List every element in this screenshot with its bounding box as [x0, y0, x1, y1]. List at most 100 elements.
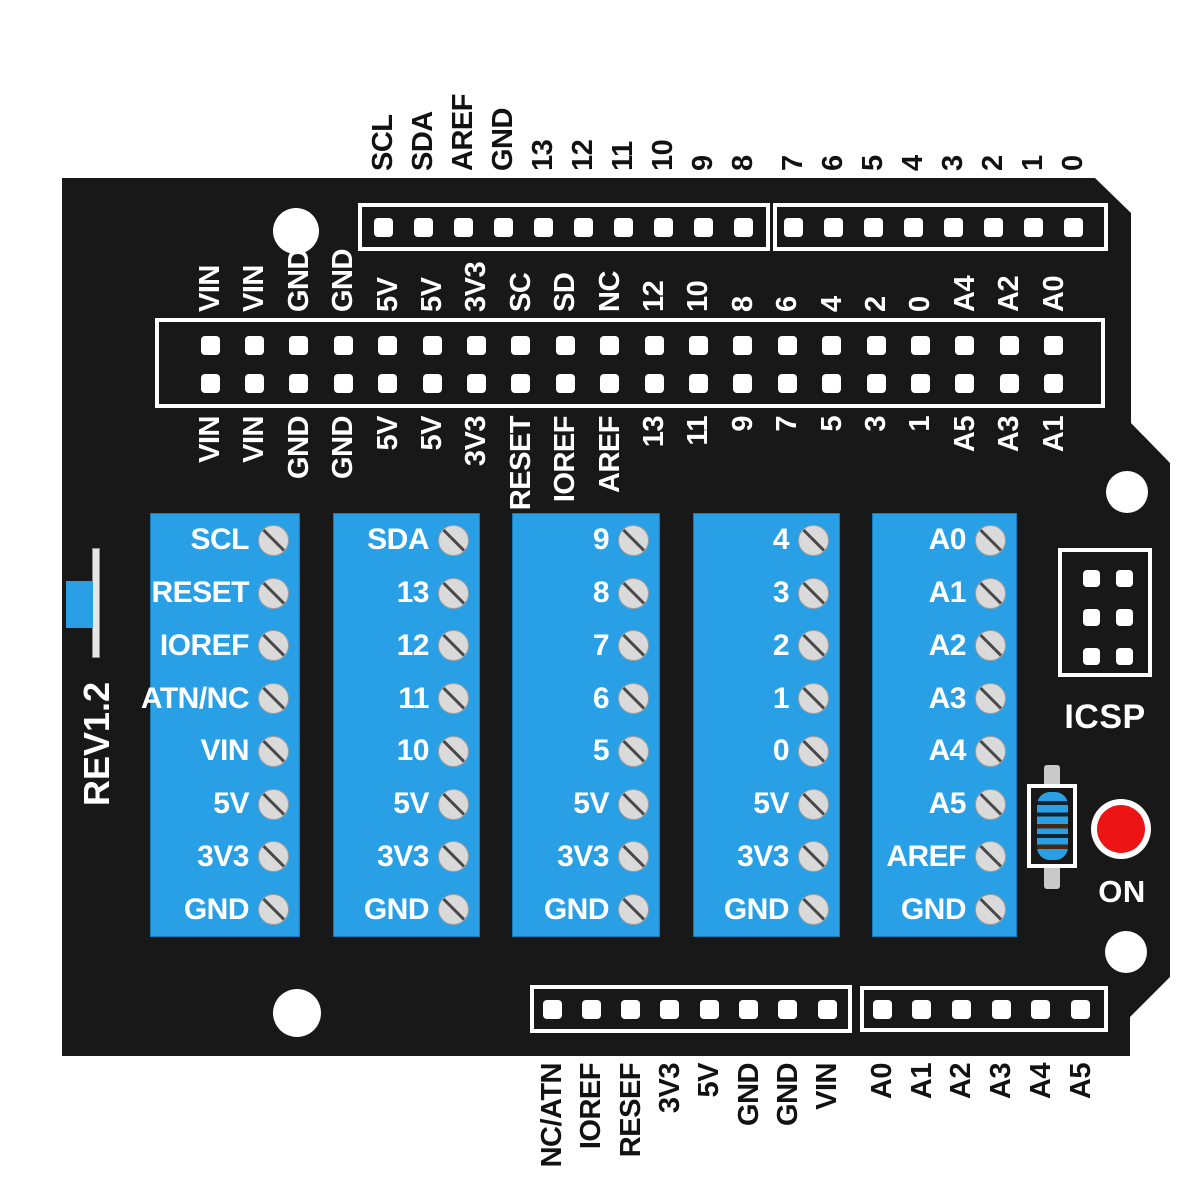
terminal-label: 12 [396, 628, 430, 662]
terminal-label: 1 [772, 681, 790, 715]
terminal-label: GND [183, 892, 250, 926]
screw-terminal-icon [618, 524, 649, 556]
header-pin [621, 1000, 640, 1019]
terminal-label: GND [543, 892, 610, 926]
screw-terminal-icon [258, 577, 289, 609]
header-pin [1116, 570, 1133, 587]
header-pin [694, 218, 713, 237]
header-pin [374, 218, 393, 237]
header-pin [414, 218, 433, 237]
header-pin [543, 1000, 562, 1019]
screw-terminal-icon [618, 630, 649, 662]
terminal-row: GND [513, 883, 659, 936]
screw-terminal-icon [798, 894, 829, 926]
terminal-label: 3 [772, 576, 790, 610]
terminal-row: VIN [151, 725, 299, 778]
screw-terminal-icon [438, 788, 469, 820]
terminal-label: 11 [398, 681, 429, 715]
terminal-label: AREF [886, 839, 966, 873]
terminal-row: 1 [694, 672, 839, 725]
header-pin [1083, 609, 1100, 626]
screw-terminal-icon [975, 788, 1006, 820]
terminal-row: A1 [873, 567, 1016, 620]
header-pin [864, 218, 883, 237]
header-pin [904, 218, 923, 237]
header-pin [454, 218, 473, 237]
screw-terminal-icon [258, 735, 289, 767]
terminal-row: 8 [513, 567, 659, 620]
header-pin [784, 218, 803, 237]
header-pin [423, 374, 442, 393]
header-pin [1083, 648, 1100, 665]
terminal-label: 7 [592, 628, 610, 662]
screw-terminal-icon [618, 577, 649, 609]
terminal-row: 5V [151, 778, 299, 831]
resistor-lead [1044, 862, 1060, 889]
terminal-label: 6 [592, 681, 610, 715]
terminal-label: A0 [928, 523, 967, 557]
header-pin [912, 1000, 931, 1019]
header-pin [689, 374, 708, 393]
header-pin [1000, 336, 1019, 355]
header-pin [734, 218, 753, 237]
header-pin [1044, 374, 1063, 393]
power-led [1091, 799, 1151, 859]
middle-double-header [155, 318, 1105, 408]
screw-terminal-icon [798, 841, 829, 873]
terminal-label: IOREF [159, 628, 250, 662]
terminal-row: A5 [873, 778, 1016, 831]
terminal-row: 5V [334, 778, 479, 831]
header-pin [289, 374, 308, 393]
header-pin [467, 374, 486, 393]
screw-terminal-icon [438, 630, 469, 662]
screw-terminal-icon [258, 524, 289, 556]
terminal-label: SDA [367, 523, 429, 557]
bottom-right-header [860, 986, 1108, 1032]
terminal-label: 3V3 [197, 839, 249, 873]
terminal-row: 5V [694, 778, 839, 831]
mounting-hole [273, 989, 321, 1037]
screw-terminal-icon [798, 577, 829, 609]
terminal-row: GND [334, 883, 479, 936]
header-pin [511, 336, 530, 355]
header-pin [818, 1000, 837, 1019]
screw-terminal-icon [258, 683, 289, 715]
header-pin [1083, 570, 1100, 587]
terminal-label: 0 [772, 734, 790, 768]
terminal-label: 5V [573, 787, 609, 821]
header-pin [739, 1000, 758, 1019]
header-pin [660, 1000, 679, 1019]
bottom-left-header [530, 985, 852, 1033]
terminal-row: 13 [334, 567, 479, 620]
header-pin [992, 1000, 1011, 1019]
header-pin [911, 374, 930, 393]
terminal-row: SDA [334, 514, 479, 567]
terminal-label: VIN [200, 734, 249, 768]
terminal-row: 3V3 [334, 831, 479, 884]
terminal-label: 3V3 [557, 839, 609, 873]
screw-terminal-icon [438, 577, 469, 609]
terminal-label: GND [363, 892, 430, 926]
screw-terminal-icon [975, 524, 1006, 556]
terminal-row: GND [151, 883, 299, 936]
header-pin [733, 374, 752, 393]
header-pin [556, 374, 575, 393]
header-pin [955, 336, 974, 355]
terminal-label: GND [900, 892, 967, 926]
header-pin [911, 336, 930, 355]
header-pin [423, 336, 442, 355]
terminal-label: GND [723, 892, 790, 926]
terminal-row: ATN/NC [141, 672, 299, 725]
terminal-row: 11 [334, 672, 479, 725]
terminal-label: 3V3 [737, 839, 789, 873]
header-pin [245, 374, 264, 393]
screw-terminal-icon [258, 841, 289, 873]
terminal-label: 3V3 [377, 839, 429, 873]
header-pin [556, 336, 575, 355]
header-pin [245, 336, 264, 355]
header-pin [1044, 336, 1063, 355]
terminal-label: 9 [592, 523, 610, 557]
header-pin [378, 336, 397, 355]
